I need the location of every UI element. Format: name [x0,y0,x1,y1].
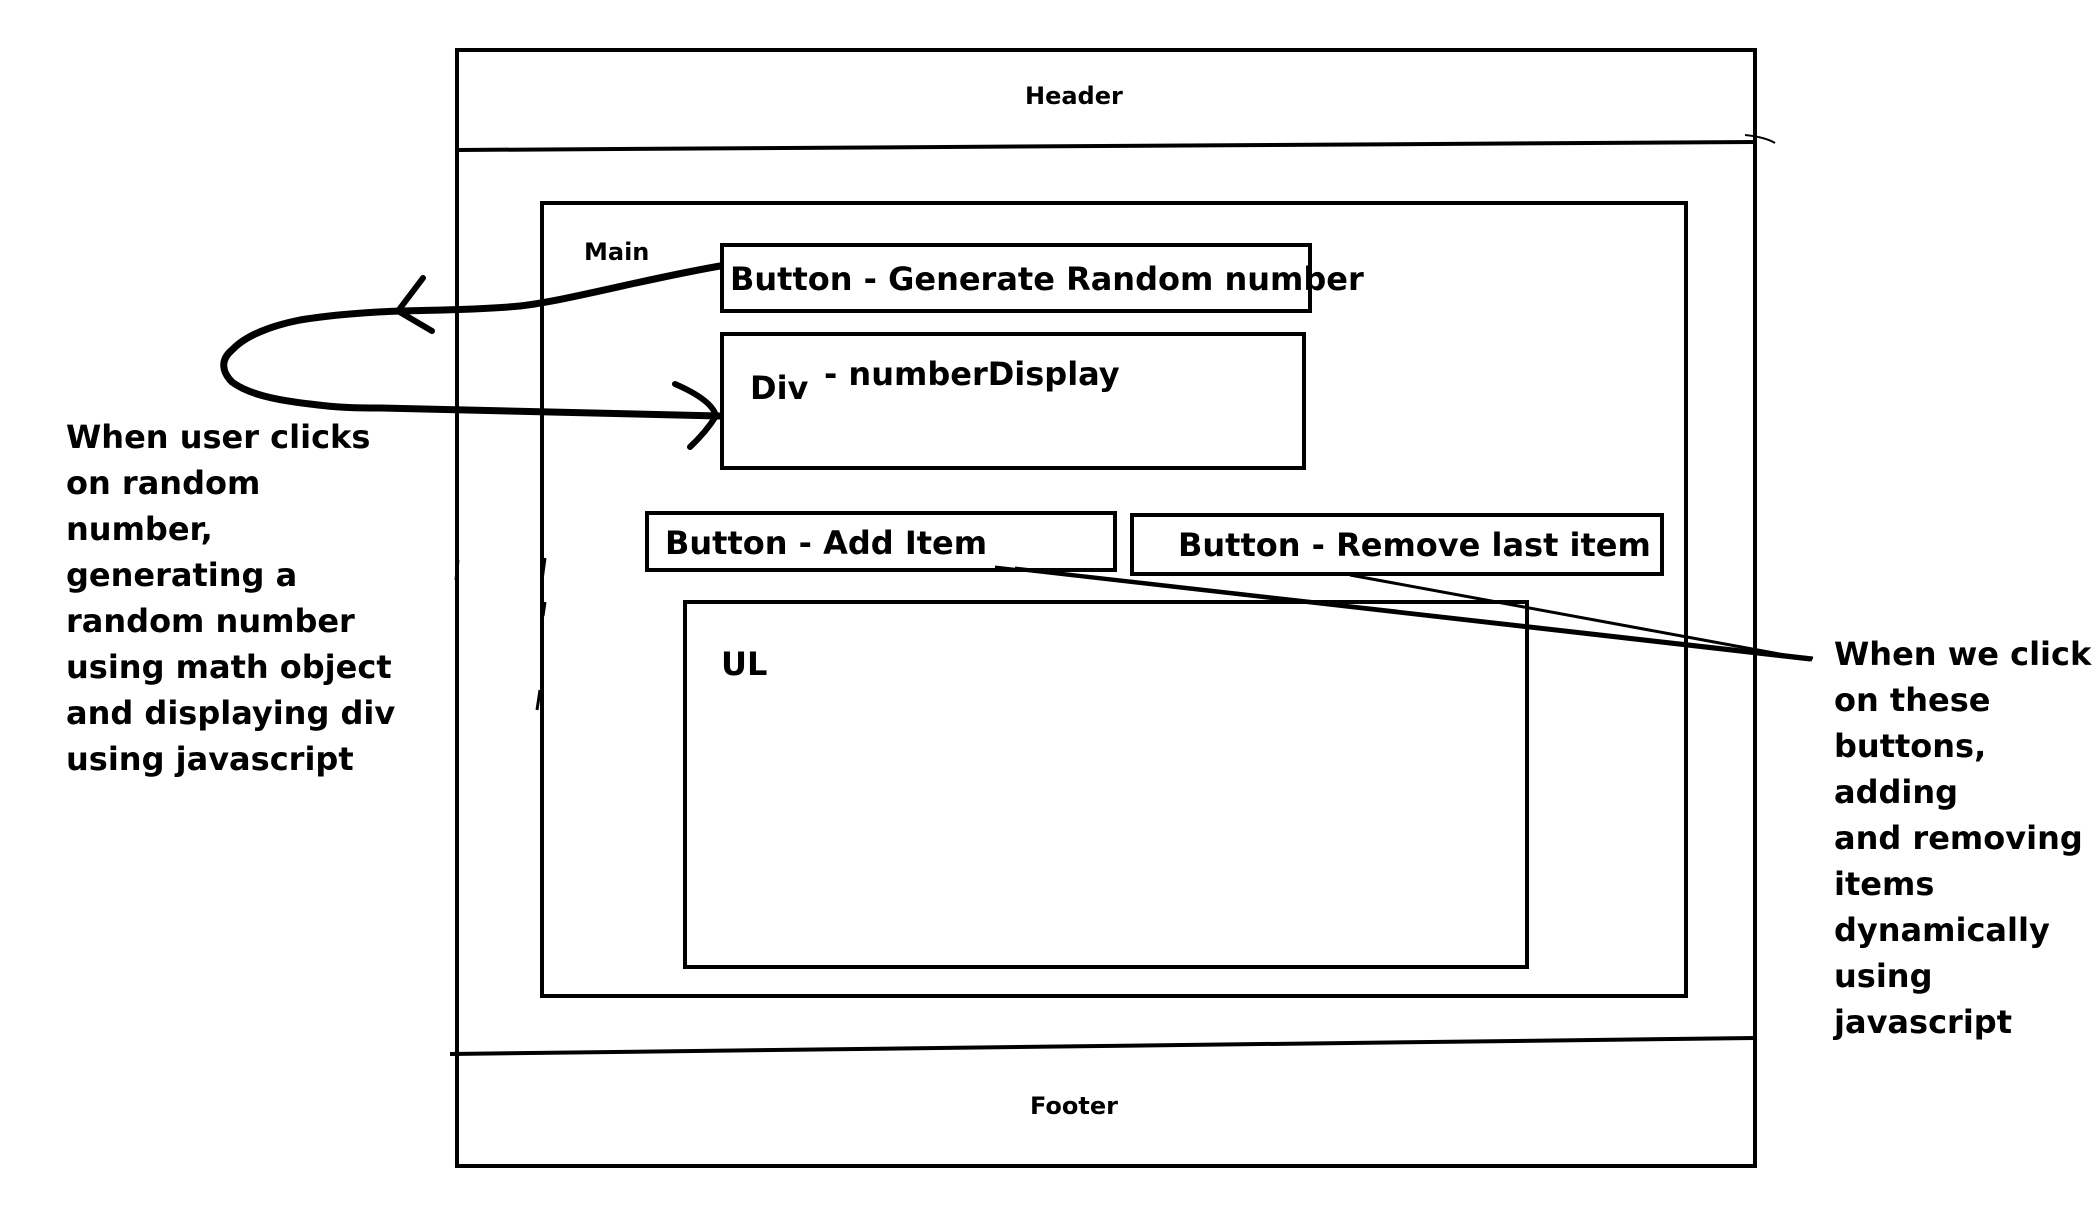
random-number-button-label: Button - Generate Random number [730,260,1364,298]
add-item-button[interactable]: Button - Add Item [645,511,1117,572]
left-annotation: When user clicks on random number, gener… [66,418,396,778]
add-item-button-label: Button - Add Item [665,524,988,562]
remove-last-item-button[interactable]: Button - Remove last item [1130,513,1664,576]
header-label: Header [1025,82,1123,110]
random-flow-arrowhead-left [395,275,435,334]
random-number-button[interactable]: Button - Generate Random number [720,243,1364,313]
right-annotation: When we click on these buttons, adding a… [1834,635,2092,1041]
remove-last-item-button-label: Button - Remove last item [1178,526,1651,564]
footer-label: Footer [1030,1092,1118,1120]
item-list-label: UL [721,645,768,683]
number-display: Div - numberDisplay [720,332,1306,470]
item-list: UL [683,600,1529,969]
number-display-id-label: - numberDisplay [824,355,1120,393]
main-section [540,201,1688,998]
number-display-div-label: Div [750,369,809,407]
main-label: Main [584,238,650,266]
